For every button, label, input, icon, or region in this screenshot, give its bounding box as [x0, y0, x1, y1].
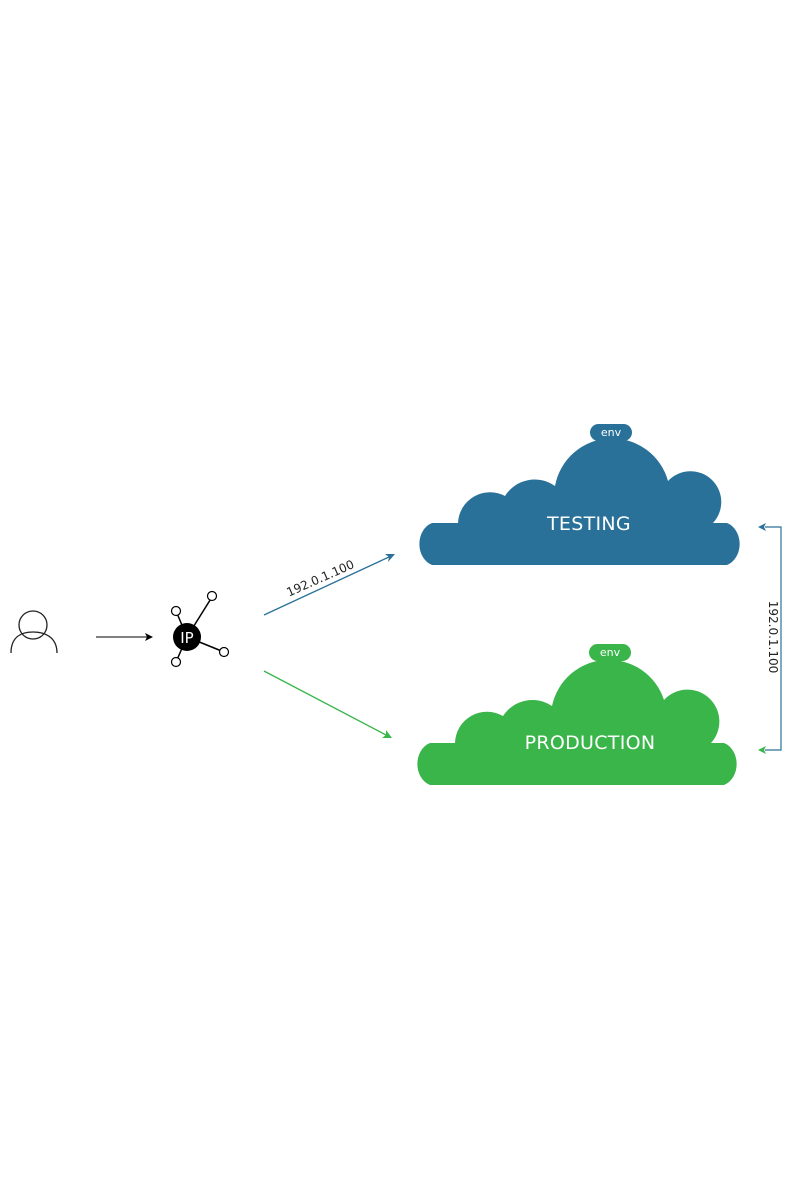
testing-env-tag: env — [590, 424, 632, 441]
production-env-tag: env — [589, 644, 631, 661]
ip-to-production-edge — [263, 670, 392, 738]
user-icon — [10, 610, 58, 654]
network-node-icon: IP — [170, 590, 230, 668]
production-env-tag-label: env — [600, 646, 621, 659]
testing-cloud-label: TESTING — [546, 513, 631, 535]
user-to-ip-arrow — [96, 633, 153, 641]
testing-env-tag-label: env — [601, 426, 622, 439]
production-cloud[interactable]: PRODUCTION — [417, 659, 737, 785]
ip-to-testing-label: 192.0.1.100 — [284, 557, 356, 599]
ip-to-testing-edge: 192.0.1.100 — [263, 554, 395, 616]
swap-connector-label: 192.0.1.100 — [766, 601, 780, 674]
swap-connector: 192.0.1.100 — [758, 523, 782, 754]
testing-cloud[interactable]: TESTING — [419, 438, 740, 565]
ip-node-label: IP — [180, 629, 193, 647]
production-cloud-label: PRODUCTION — [525, 732, 656, 754]
